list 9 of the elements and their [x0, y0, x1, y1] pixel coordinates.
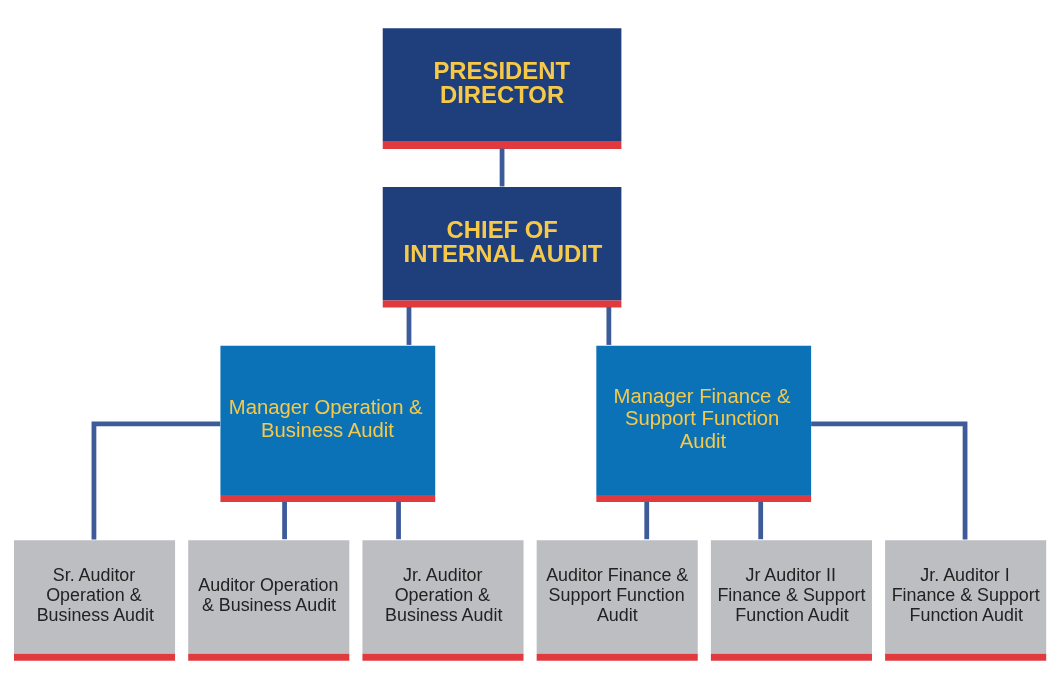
connector [91, 421, 221, 539]
connector [406, 306, 412, 345]
connector [811, 421, 968, 539]
connector [758, 501, 764, 539]
connector [282, 501, 287, 539]
connector [644, 501, 650, 539]
connector [606, 306, 612, 345]
connector [396, 501, 401, 539]
connector [499, 148, 505, 186]
